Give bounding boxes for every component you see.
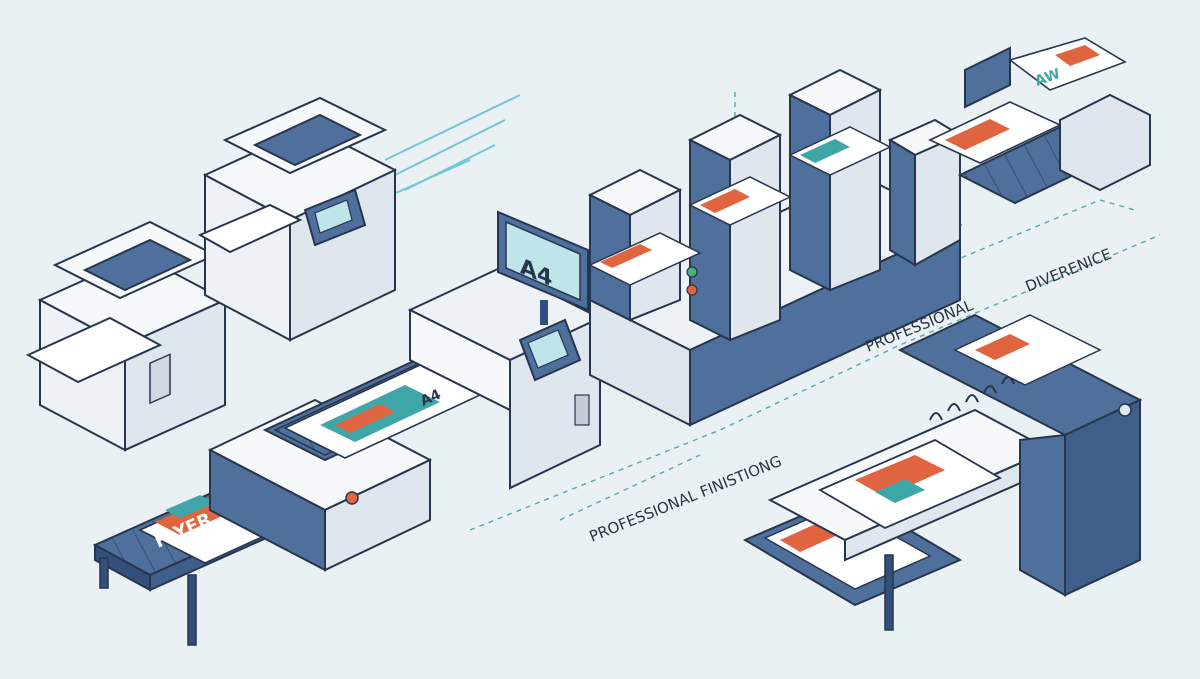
- green-indicator-icon: [686, 266, 698, 278]
- sheet-a4-middle-label: A4: [418, 387, 444, 410]
- red-indicator-icon: [345, 491, 359, 505]
- office-printer-front: [25, 220, 228, 452]
- control-monitor: [497, 210, 589, 325]
- speed-lines: [379, 94, 521, 201]
- divergence-label: DIVERENICE: [1023, 245, 1114, 296]
- professional-finishing-label: PROFESSIONAL FINISTIONG: [587, 452, 784, 546]
- binding-machine: [742, 313, 1143, 631]
- red-indicator-icon: [686, 284, 698, 296]
- printing-towers: [587, 68, 963, 427]
- office-printer-back: [197, 96, 398, 342]
- delivery-unit: [928, 37, 1151, 205]
